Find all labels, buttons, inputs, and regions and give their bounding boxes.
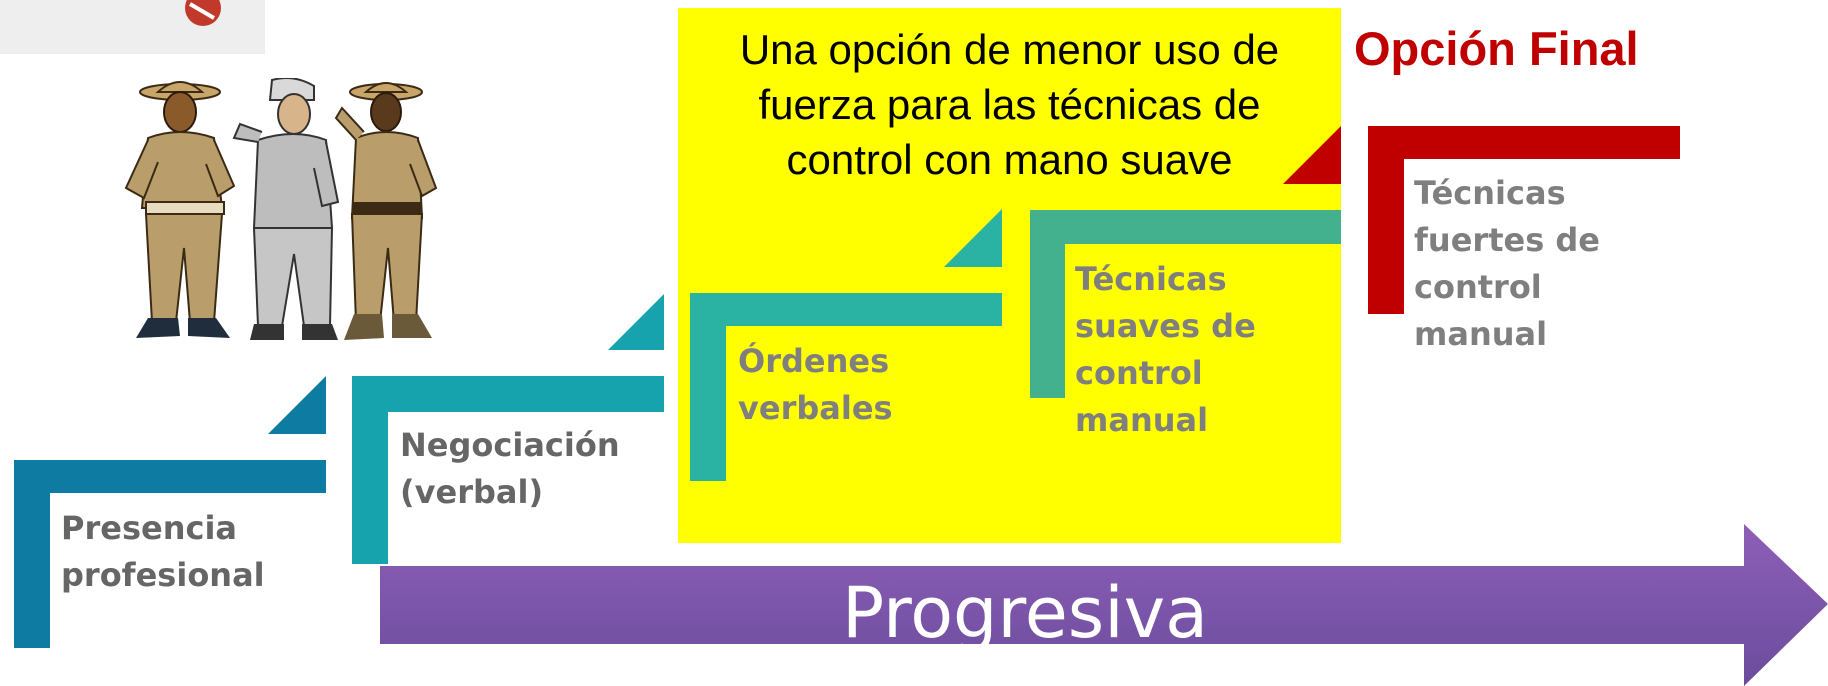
step-3-corner-triangle [944, 209, 1002, 267]
logo [0, 0, 265, 54]
progression-label: Progresiva [841, 572, 1209, 654]
step-2-label: Negociación (verbal) [400, 426, 620, 511]
highlight-caption: Una opción de menor uso de fuerza para l… [739, 26, 1280, 183]
step-4-label: Técnicas suaves de control manual [1075, 260, 1256, 439]
step-5-top-bar [1368, 126, 1680, 159]
soft-control-highlight [678, 8, 1341, 543]
step-3-top-bar [690, 293, 1002, 326]
final-option-heading: Opción Final [1354, 22, 1639, 75]
security-officers-icon [124, 78, 438, 340]
step-2-side-bar [352, 376, 388, 564]
progression-arrow [380, 524, 1828, 686]
step-2-corner-triangle [608, 294, 664, 350]
step-1-corner-triangle [268, 376, 326, 434]
step-1-side-bar [14, 460, 50, 648]
step-4-top-bar [1030, 210, 1341, 244]
step-4-side-bar [1030, 210, 1065, 398]
step-5-label: Técnicas fuertes de control manual [1414, 174, 1600, 353]
step-2-top-bar [352, 376, 664, 412]
step-3-label: Órdenes verbales [738, 342, 893, 427]
step-5-corner-triangle [1283, 126, 1341, 184]
logo-icon [185, 0, 221, 26]
step-3-side-bar [690, 293, 726, 481]
step-5-side-bar [1368, 126, 1404, 314]
step-1-top-bar [14, 460, 326, 493]
step-1-label: Presencia profesional [61, 509, 265, 594]
